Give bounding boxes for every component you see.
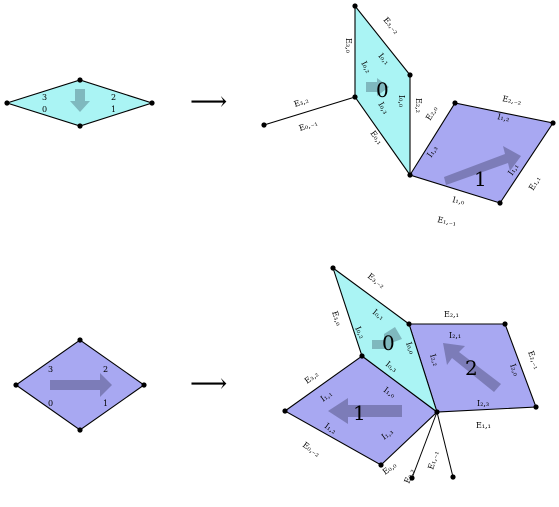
vertex-dot-icon xyxy=(261,122,267,128)
tile-1-arrow-icon xyxy=(444,146,521,185)
tile-0-arrow-icon xyxy=(372,327,402,349)
vertex-dot-icon xyxy=(434,409,440,415)
prototile-right-arrow-icon xyxy=(50,373,112,397)
internal-label: I₂,₂ xyxy=(428,353,440,367)
vertex-dot-icon xyxy=(13,382,19,388)
tile-number: 1 xyxy=(353,401,366,425)
vertex-dot-icon xyxy=(77,77,83,83)
row1: 3 2 0 1 ⟶ 0 1 I₀,₁ I₀,₂ I₀,₃ xyxy=(4,3,556,228)
tile-1-arrow-icon xyxy=(328,398,402,424)
edge-label: E₀,₂ xyxy=(403,468,417,485)
edge-label: E₃,₂ xyxy=(303,370,320,386)
vertex-dot-icon xyxy=(149,100,155,106)
vertex-label: 1 xyxy=(111,105,116,114)
vertex-dot-icon xyxy=(77,427,83,433)
vertex-label: 1 xyxy=(103,399,108,408)
vertex-dot-icon xyxy=(352,3,358,9)
vertex-dot-icon xyxy=(330,265,336,271)
vertex-dot-icon xyxy=(407,172,413,178)
edge-label: E₂,₀ xyxy=(424,105,439,122)
vertex-label: 3 xyxy=(42,93,47,102)
row2-prototile: 3 2 0 1 xyxy=(13,337,147,433)
edge-label: E₁,₋₁ xyxy=(426,450,440,471)
edge-label: E₃,₂ xyxy=(293,96,310,109)
vertex-dot-icon xyxy=(533,404,539,410)
tile-number: 0 xyxy=(382,331,395,355)
vertex-dot-icon xyxy=(406,321,412,327)
edge-label: E₃,₀ xyxy=(344,38,353,53)
tile-2-arrow-icon xyxy=(443,343,501,392)
vertex-dot-icon xyxy=(77,123,83,129)
tile-number: 0 xyxy=(376,78,389,102)
vertex-dot-icon xyxy=(450,474,456,480)
edge-label: E₀,₋₁ xyxy=(298,118,319,132)
row2: 3 2 0 1 ⟶ 0 1 2 xyxy=(13,265,541,485)
edge-label: E₁,₋₁ xyxy=(437,215,457,228)
internal-label: I₂,₃ xyxy=(477,399,489,408)
edge-label: E₂,₂ xyxy=(414,98,423,113)
vertex-dot-icon xyxy=(4,100,10,106)
vertex-label: 3 xyxy=(48,365,53,374)
internal-label: I₀,₀ xyxy=(397,95,406,107)
vertex-dot-icon xyxy=(352,94,358,100)
row2-result: 0 1 2 I₀,₁ I₀,₂ I₀,₀ I₀,₃ E₃,₋₂ E₃,₀ I₁,… xyxy=(282,265,541,485)
vertex-dot-icon xyxy=(77,337,83,343)
row1-prototile: 3 2 0 1 xyxy=(4,77,155,129)
vertex-dot-icon xyxy=(452,100,458,106)
long-right-arrow-icon: ⟶ xyxy=(190,369,227,399)
dangling-edge xyxy=(411,411,438,479)
vertex-dot-icon xyxy=(282,408,288,414)
vertex-label: 0 xyxy=(42,105,47,114)
vertex-dot-icon xyxy=(141,382,147,388)
edge-label: E₂,₋₁ xyxy=(526,350,541,371)
vertex-dot-icon xyxy=(407,72,413,78)
internal-label: I₁,₂ xyxy=(497,112,511,123)
vertex-dot-icon xyxy=(359,353,365,359)
vertex-dot-icon xyxy=(497,200,503,206)
tile-number: 1 xyxy=(474,167,487,191)
edge-label: E₂,₋₂ xyxy=(502,94,522,107)
internal-label: I₂,₀ xyxy=(508,363,521,377)
row1-result: 0 1 I₀,₁ I₀,₂ I₀,₃ I₀,₀ E₃,₋₂ E₃,₀ E₀,₁ … xyxy=(261,3,556,228)
edge-label: E₃,₋₂ xyxy=(381,16,400,36)
edge-label: E₂,₁ xyxy=(444,310,459,319)
internal-label: I₁,₀ xyxy=(452,195,466,206)
tile-number: 2 xyxy=(465,356,478,380)
vertex-dot-icon xyxy=(378,462,384,468)
vertex-label: 2 xyxy=(111,93,116,102)
edge-label: E₃,₀ xyxy=(330,310,343,327)
dangling-edge xyxy=(263,96,356,126)
vertex-dot-icon xyxy=(550,120,556,126)
edge-label: E₁,₁ xyxy=(476,421,491,430)
vertex-label: 2 xyxy=(103,365,108,374)
long-right-arrow-icon: ⟶ xyxy=(190,87,227,117)
internal-label: I₂,₁ xyxy=(449,331,461,340)
internal-label: I₀,₀ xyxy=(404,341,416,355)
prototile-down-arrow-icon xyxy=(70,89,90,112)
vertex-label: 0 xyxy=(48,399,53,408)
edge-label: E₃,₋₂ xyxy=(366,271,387,290)
edge-label: E₀,₋₂ xyxy=(301,440,322,458)
dangling-edge xyxy=(436,411,454,478)
tile-0-arrow-icon xyxy=(366,78,389,96)
edge-label: E₁,₁ xyxy=(527,175,542,192)
vertex-dot-icon xyxy=(409,475,415,481)
vertex-dot-icon xyxy=(502,321,508,327)
